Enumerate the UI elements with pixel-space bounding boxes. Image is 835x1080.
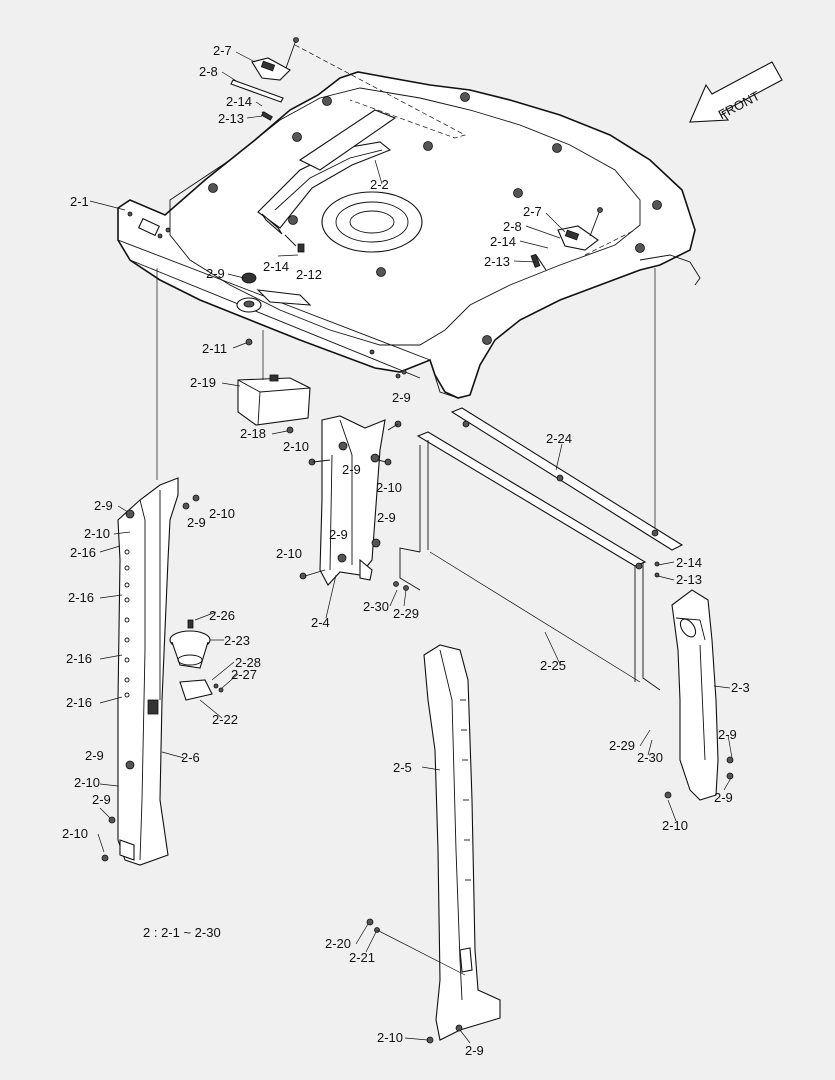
headliner-clips (208, 92, 662, 345)
callout-2-30: 2-30 (363, 599, 389, 614)
callout-leaders (89, 51, 731, 822)
callout-2-9-b-pillar-top: 2-9 (392, 390, 411, 405)
headliner-panel (117, 44, 701, 399)
callout-2-16-c: 2-16 (66, 651, 92, 666)
callout-2-21: 2-21 (349, 950, 375, 965)
callout-labels: 2-7 2-8 2-14 2-13 2-2 2-1 2-7 2-8 2-14 2… (62, 43, 750, 1058)
callout-2-10-a-pillar-top-right: 2-10 (209, 506, 235, 521)
callout-2-9-bottom: 2-9 (465, 1043, 484, 1058)
callout-2-24: 2-24 (546, 431, 572, 446)
callout-2-14-shade: 2-14 (676, 555, 702, 570)
callout-2-16-d: 2-16 (66, 695, 92, 710)
callout-2-30-right: 2-30 (637, 750, 663, 765)
visor-bracket-left (230, 37, 299, 121)
callout-2-10-a-pillar-low: 2-10 (74, 775, 100, 790)
callout-2-13: 2-13 (218, 111, 244, 126)
callout-2-9-a-pillar-top: 2-9 (94, 498, 113, 513)
callout-2-13-shade: 2-13 (676, 572, 702, 587)
leader-screw (277, 254, 299, 257)
pillar-trim-2-5 (423, 644, 501, 1044)
callout-2-9-lamp: 2-9 (206, 266, 225, 281)
pillar-trim-2-4 (319, 415, 386, 586)
trim-ribs (460, 699, 471, 881)
callout-2-9-a-pillar-low: 2-9 (85, 748, 104, 763)
roof-rail-strip (298, 109, 397, 171)
callout-2-6: 2-6 (181, 750, 200, 765)
callout-2-27: 2-27 (231, 667, 257, 682)
callout-2-10-bottom: 2-10 (377, 1030, 403, 1045)
callout-2-4: 2-4 (311, 615, 330, 630)
callout-2-14-mid: 2-14 (263, 259, 289, 274)
parts-range-note: 2 : 2-1 ~ 2-30 (143, 925, 221, 940)
callout-2-22: 2-22 (212, 712, 238, 727)
callout-2-2: 2-2 (370, 177, 389, 192)
callout-2-14-right: 2-14 (490, 234, 516, 249)
callout-2-1: 2-1 (70, 194, 89, 209)
room-lamp (237, 374, 311, 434)
callout-2-28: 2-28 (235, 655, 261, 670)
callout-2-11: 2-11 (202, 341, 227, 356)
cup-holder (147, 619, 224, 715)
callout-2-29: 2-29 (393, 606, 419, 621)
callout-2-10-a-pillar: 2-10 (84, 526, 110, 541)
callout-2-10-b-pillar-left: 2-10 (283, 439, 309, 454)
callout-2-9-b-pillar-low-right: 2-9 (377, 510, 396, 525)
callout-2-16-a: 2-16 (70, 545, 96, 560)
callout-2-23: 2-23 (224, 633, 250, 648)
screw-2-12 (297, 243, 305, 253)
callout-2-7-right: 2-7 (523, 204, 542, 219)
callout-2-9-a-pillar-bottom: 2-9 (92, 792, 111, 807)
callout-2-5: 2-5 (393, 760, 412, 775)
dome-light-mount (236, 272, 312, 346)
callout-2-3: 2-3 (731, 680, 750, 695)
callout-2-13-right: 2-13 (484, 254, 510, 269)
callout-2-9-c-pillar-low: 2-9 (714, 790, 733, 805)
callout-2-9-b-pillar-mid: 2-9 (342, 462, 361, 477)
callout-2-10-b-pillar-low: 2-10 (276, 546, 302, 561)
clip-holes (124, 549, 130, 698)
rear-shade-assembly (399, 407, 684, 691)
callout-2-10-b-pillar-right: 2-10 (376, 480, 402, 495)
callout-2-29-right: 2-29 (609, 738, 635, 753)
callout-2-7: 2-7 (213, 43, 232, 58)
callout-2-16-b: 2-16 (68, 590, 94, 605)
callout-2-14: 2-14 (226, 94, 252, 109)
callout-2-9-b-pillar-low-left: 2-9 (329, 527, 348, 542)
callout-2-20: 2-20 (325, 936, 351, 951)
callout-2-10-c-pillar: 2-10 (662, 818, 688, 833)
callout-2-18: 2-18 (240, 426, 266, 441)
callout-2-8: 2-8 (199, 64, 218, 79)
callout-2-12: 2-12 (296, 267, 322, 282)
callout-2-10-a-pillar-bottom: 2-10 (62, 826, 88, 841)
pillar-trim-2-6 (101, 477, 200, 866)
callout-2-25: 2-25 (540, 658, 566, 673)
callout-2-19: 2-19 (190, 375, 216, 390)
callout-leaders-lower (97, 561, 733, 1044)
callout-2-8-right: 2-8 (503, 219, 522, 234)
callout-2-26: 2-26 (209, 608, 235, 623)
visor-bracket-right (530, 207, 603, 271)
callout-2-9-a-pillar-top-right: 2-9 (187, 515, 206, 530)
callout-2-9-c-pillar-top: 2-9 (718, 727, 737, 742)
pillar-trim-2-3 (664, 589, 734, 801)
front-direction-arrow: FRONT (689, 61, 783, 123)
